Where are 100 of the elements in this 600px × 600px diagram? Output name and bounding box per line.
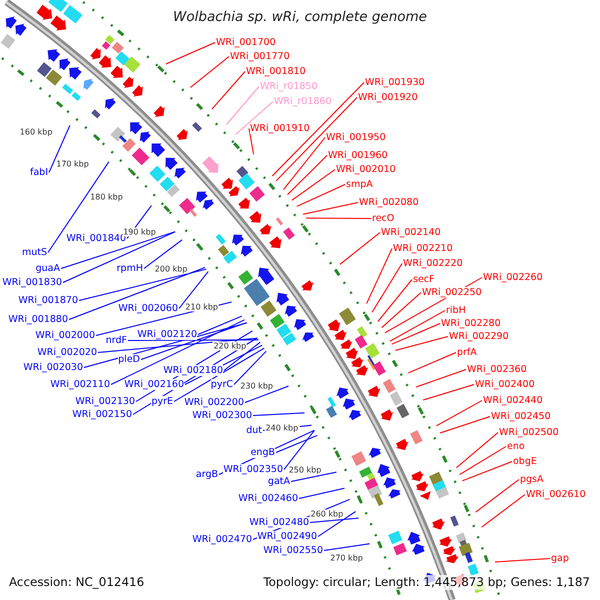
leader-line: [422, 384, 474, 400]
gene-label: WRi_002500: [499, 426, 559, 438]
leader-line: [440, 416, 490, 434]
leader-line: [78, 268, 207, 301]
gene-label: obgE: [513, 456, 537, 466]
leader-line: [340, 232, 380, 265]
leader-line: [390, 310, 446, 342]
leader-line: [318, 511, 356, 537]
leader-line: [60, 231, 176, 269]
gene-label: fabI: [30, 166, 48, 178]
leader-line: [144, 239, 183, 269]
leader-line: [284, 430, 315, 470]
leader-line: [276, 97, 358, 182]
leader-line: [302, 202, 358, 215]
scale-label: 240 kbp: [264, 423, 300, 432]
leader-line: [140, 322, 248, 360]
scale-label: 250 kbp: [288, 465, 322, 474]
gene-label: ribH: [446, 304, 466, 316]
gene-label: WRi_r01860: [274, 96, 332, 106]
gene-label: WRi_002400: [475, 378, 535, 390]
scale-label: 170 kbp: [55, 160, 90, 169]
gene-label: WRi_002280: [441, 318, 501, 328]
leader-line: [296, 184, 346, 207]
accession-text: Accession: NC_012416: [9, 575, 144, 590]
map-title: Wolbachia sp. wRi, complete genome: [173, 9, 427, 26]
scale-label: 200 kbp: [154, 264, 188, 274]
gene-label: WRi_001840: [66, 232, 126, 244]
gene-label: WRi_002450: [491, 410, 551, 422]
leader-line: [48, 161, 110, 253]
gene-label: WRi_002220: [403, 258, 463, 268]
gene-label: WRi_002160: [124, 378, 184, 390]
leader-line: [377, 279, 412, 322]
leader-line: [481, 494, 526, 528]
leader-line: [128, 339, 259, 341]
leader-line: [298, 488, 345, 499]
gene-label: WRi_002300: [192, 410, 252, 420]
leader-line: [174, 348, 265, 402]
gene-label: WRi_002120: [137, 328, 197, 340]
leader-line: [276, 434, 318, 453]
leader-line: [178, 271, 209, 309]
leader-line: [290, 472, 337, 482]
leader-line: [110, 319, 245, 385]
gene-label: WRi_002470: [192, 534, 252, 544]
gene-label: WRi_002200: [184, 396, 244, 408]
leader-line: [234, 350, 267, 385]
leader-line: [224, 342, 261, 371]
gene-label: nrdF: [106, 334, 127, 346]
leader-line: [324, 543, 370, 551]
gene-label: WRi_001910: [250, 122, 310, 134]
gene-label: argB: [196, 468, 218, 480]
gene-label: eno: [507, 440, 525, 452]
gene-label: pyrE: [151, 396, 173, 406]
gene-label: WRi_001920: [358, 92, 418, 102]
gene-label: WRi_002350: [223, 464, 283, 474]
gene-label: WRi_002490: [257, 530, 317, 542]
leader-line: [391, 323, 440, 345]
leader-line: [235, 101, 274, 135]
leader-line: [98, 338, 258, 353]
gene-label: rpmH: [116, 262, 143, 274]
leader-line: [306, 218, 372, 219]
leader-line: [62, 231, 176, 283]
gene-label: engB: [250, 446, 275, 458]
gene-label: WRi_001830: [2, 276, 62, 288]
gene-label: WRi_002140: [381, 226, 441, 238]
leader-line: [84, 322, 248, 368]
leader-line: [244, 386, 289, 403]
leader-line: [494, 558, 550, 562]
leader-line: [165, 42, 216, 64]
gene-label: WRi_002130: [75, 396, 135, 406]
gene-label: WRi_002110: [50, 378, 110, 390]
scale-label: 220 kbp: [212, 341, 248, 350]
leader-line: [292, 169, 336, 201]
leader-line: [252, 412, 305, 416]
gene-label: WRi_002360: [467, 364, 527, 374]
gene-label: WRi_001960: [328, 150, 388, 160]
gene-label: prfA: [457, 346, 477, 358]
scale-label: 180 kbp: [89, 192, 124, 202]
leader-line: [462, 461, 512, 482]
gene-label: WRi_r01850: [260, 80, 318, 92]
leader-line: [372, 263, 402, 313]
gene-label: WRi_002180: [163, 364, 223, 376]
leader-line: [394, 336, 448, 351]
leader-line: [475, 479, 520, 513]
gene-label: WRi_001870: [18, 294, 78, 306]
gene-label: WRi_002080: [359, 196, 419, 208]
scale-label: 270 kbp: [329, 554, 364, 563]
leader-line: [211, 71, 246, 110]
leader-line: [408, 352, 456, 374]
leader-line: [287, 155, 328, 196]
gene-label: WRi_002020: [37, 346, 97, 358]
scale-label: 190 kbp: [122, 228, 157, 237]
leader-line: [48, 124, 70, 173]
leader-line: [459, 446, 506, 476]
leader-line: [416, 369, 466, 388]
gene-label: WRi_001770: [230, 50, 290, 62]
gene-label: WRi_001880: [8, 314, 68, 324]
leader-line: [248, 128, 254, 155]
gene-label: pyrC: [210, 378, 233, 390]
gene-label: WRi_002150: [72, 408, 132, 420]
scale-label: 210 kbp: [184, 302, 219, 312]
